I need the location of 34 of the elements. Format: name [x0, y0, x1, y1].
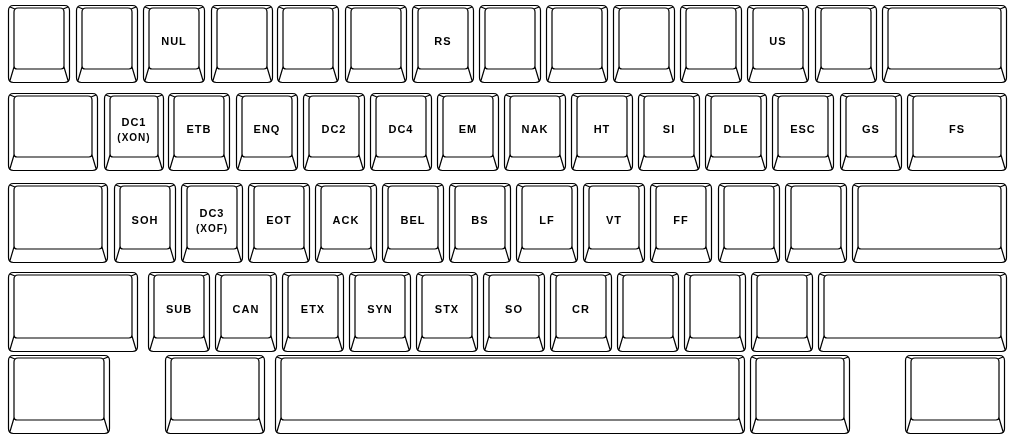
key-label: US	[769, 34, 787, 50]
key-label: ETB	[186, 122, 212, 138]
key-label: SOH	[131, 213, 159, 229]
key-label: SYN	[367, 302, 393, 318]
key-label: BS	[471, 213, 489, 229]
key-label: ETX	[300, 302, 326, 318]
key-label: DC1	[121, 114, 147, 130]
key-label: DC3	[199, 205, 225, 221]
key-label: FF	[673, 213, 689, 229]
key-sublabel: (XOF)	[195, 222, 229, 237]
key-label: SO	[505, 302, 523, 318]
key-label: EM	[458, 122, 478, 138]
key-label: NUL	[161, 34, 187, 50]
key-label: ACK	[332, 213, 360, 229]
key-label: NAK	[521, 122, 549, 138]
key-label: DC4	[388, 122, 414, 138]
key-label: SI	[662, 122, 676, 138]
key-label: ESC	[790, 122, 816, 138]
key-label: LF	[539, 213, 555, 229]
key-label: CR	[572, 302, 590, 318]
key-label: SUB	[165, 302, 193, 318]
key-label: GS	[862, 122, 880, 138]
key-label: DLE	[723, 122, 749, 138]
key-label: BEL	[400, 213, 426, 229]
key-label: ENQ	[253, 122, 281, 138]
key-label: STX	[434, 302, 460, 318]
key-label: VT	[605, 213, 623, 229]
key-label: DC2	[321, 122, 347, 138]
key-label: EOT	[266, 213, 292, 229]
key-label: FS	[948, 122, 966, 138]
key-label: CAN	[232, 302, 260, 318]
key-label: HT	[593, 122, 611, 138]
key-sublabel: (XON)	[117, 131, 151, 146]
key-label: RS	[434, 34, 452, 50]
